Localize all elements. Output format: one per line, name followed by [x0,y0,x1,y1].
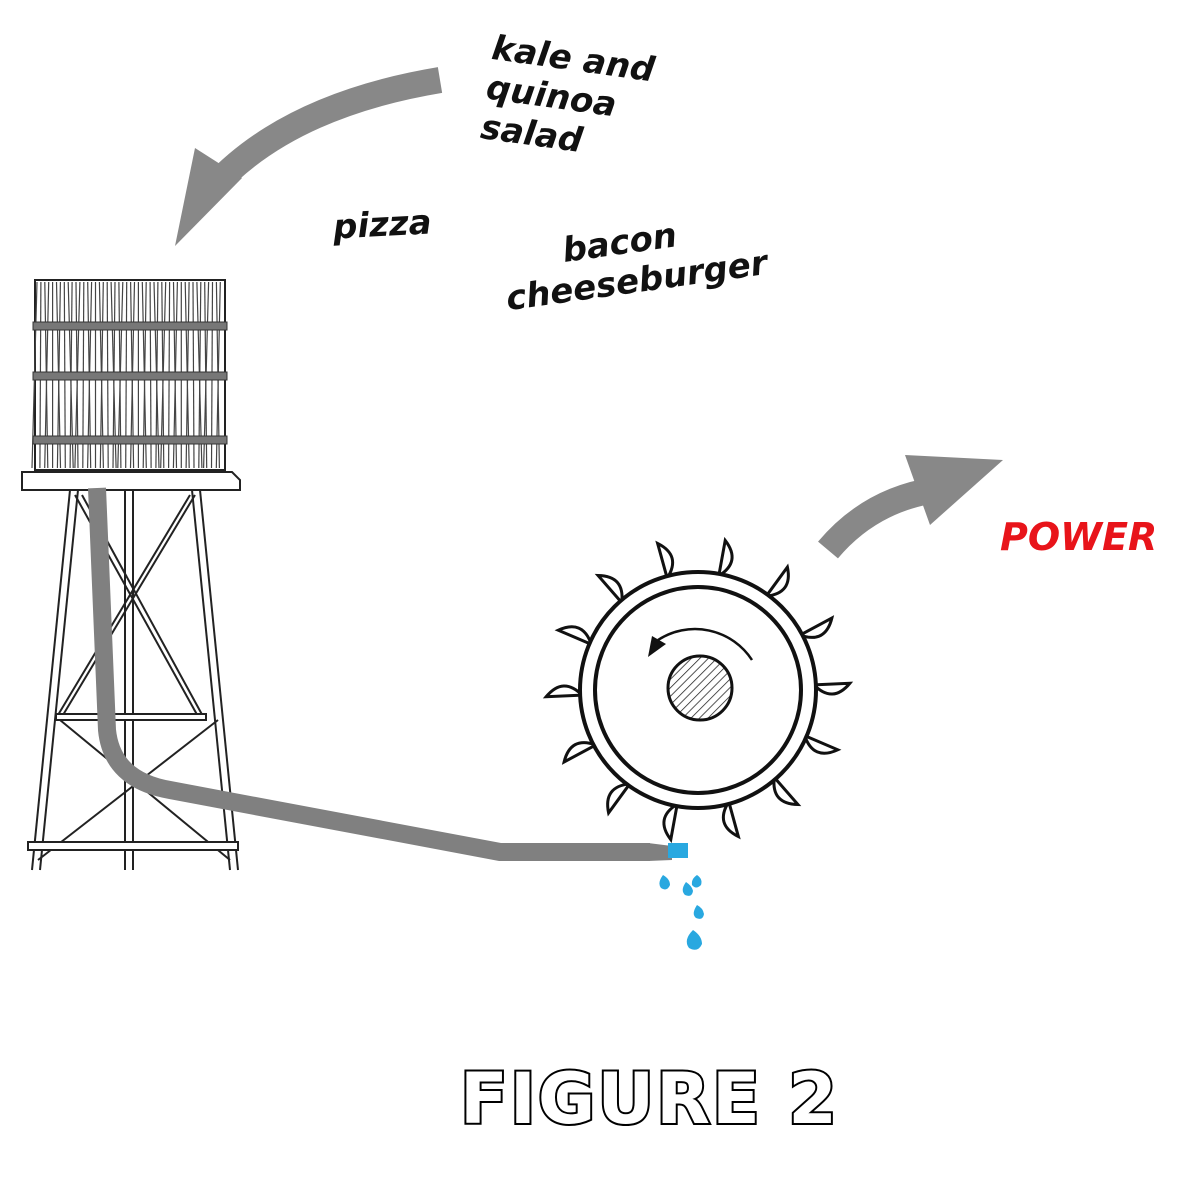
wheel-paddle [802,732,842,755]
power-label: POWER [1000,515,1158,559]
power-arrow [818,455,1003,559]
food-label-kale-salad: kale and quinoa salad [478,28,658,162]
rotation-arrow [657,627,754,661]
wheel-paddle [554,625,594,648]
food-arrow-head [175,148,242,246]
tank-band-3 [32,435,228,445]
wheel-paddle [542,684,586,699]
tower-legs [27,489,239,871]
tower-platform [21,471,241,491]
water-drops-icon [659,875,704,950]
wheel-paddle [721,798,741,840]
tank-band-2 [32,371,228,381]
power-arrow-shaft [818,477,938,559]
nozzle-water [668,843,688,858]
food-arrow-shaft [205,67,443,194]
wheel-axle [666,654,734,722]
food-to-tower-arrow [175,67,443,246]
tank-band-1 [32,321,228,331]
wheel-paddle [772,773,802,807]
wheel-paddles [542,536,854,844]
power-arrow-head [905,455,1003,525]
water-wheel-icon [542,536,854,844]
wheel-paddle [662,801,680,844]
wheel-paddle [594,573,624,607]
wheel-paddle [655,540,675,582]
wheel-paddle [796,615,835,639]
wheel-paddle [606,781,633,817]
food-label-pizza: pizza [332,202,433,248]
wheel-paddle [810,681,854,696]
figure-caption: FIGURE 2 [458,1056,839,1142]
wheel-paddle [716,536,734,579]
wheel-paddle [763,563,790,599]
pipe-nozzle [648,843,672,861]
water-tower-icon [21,279,241,871]
wheel-paddle [561,741,600,765]
water-pipe [88,487,650,861]
rotation-arrow-head [648,636,666,657]
